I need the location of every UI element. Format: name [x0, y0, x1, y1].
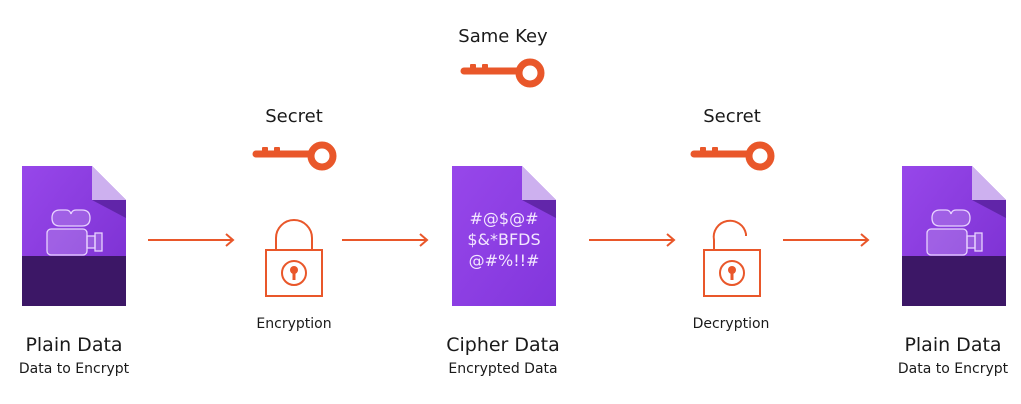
- arrow-right-icon: [589, 233, 677, 247]
- cipher-line: @#%!!#: [468, 251, 540, 270]
- key-icon: [460, 58, 546, 88]
- key-icon: [252, 141, 338, 171]
- cipher-line: $&*BFDS: [467, 230, 541, 249]
- plain-data-subtitle: Data to Encrypt: [18, 361, 130, 377]
- video-camera-icon: [926, 209, 983, 256]
- cipher-data-document: #@$@# $&*BFDS @#%!!#: [452, 166, 556, 306]
- encryption-label: Encryption: [256, 316, 332, 332]
- secret-label-encryption: Secret: [265, 106, 323, 127]
- decryption-label: Decryption: [692, 316, 770, 332]
- cipher-data-subtitle: Encrypted Data: [448, 361, 558, 377]
- plain-data-title: Plain Data: [25, 334, 123, 356]
- plain-data-document: [902, 166, 1006, 306]
- video-camera-icon: [46, 209, 103, 256]
- plain-data-subtitle: Data to Encrypt: [897, 361, 1009, 377]
- cipher-line: #@$@#: [469, 209, 539, 228]
- plain-data-title: Plain Data: [904, 334, 1002, 356]
- arrow-right-icon: [148, 233, 236, 247]
- plain-data-document: [22, 166, 126, 306]
- cipher-text: #@$@# $&*BFDS @#%!!#: [452, 208, 556, 271]
- same-key-label: Same Key: [458, 26, 548, 47]
- lock-open-icon: [700, 216, 764, 300]
- cipher-data-title: Cipher Data: [446, 334, 560, 356]
- key-icon: [690, 141, 776, 171]
- arrow-right-icon: [783, 233, 871, 247]
- arrow-right-icon: [342, 233, 430, 247]
- lock-closed-icon: [262, 219, 326, 300]
- secret-label-decryption: Secret: [703, 106, 761, 127]
